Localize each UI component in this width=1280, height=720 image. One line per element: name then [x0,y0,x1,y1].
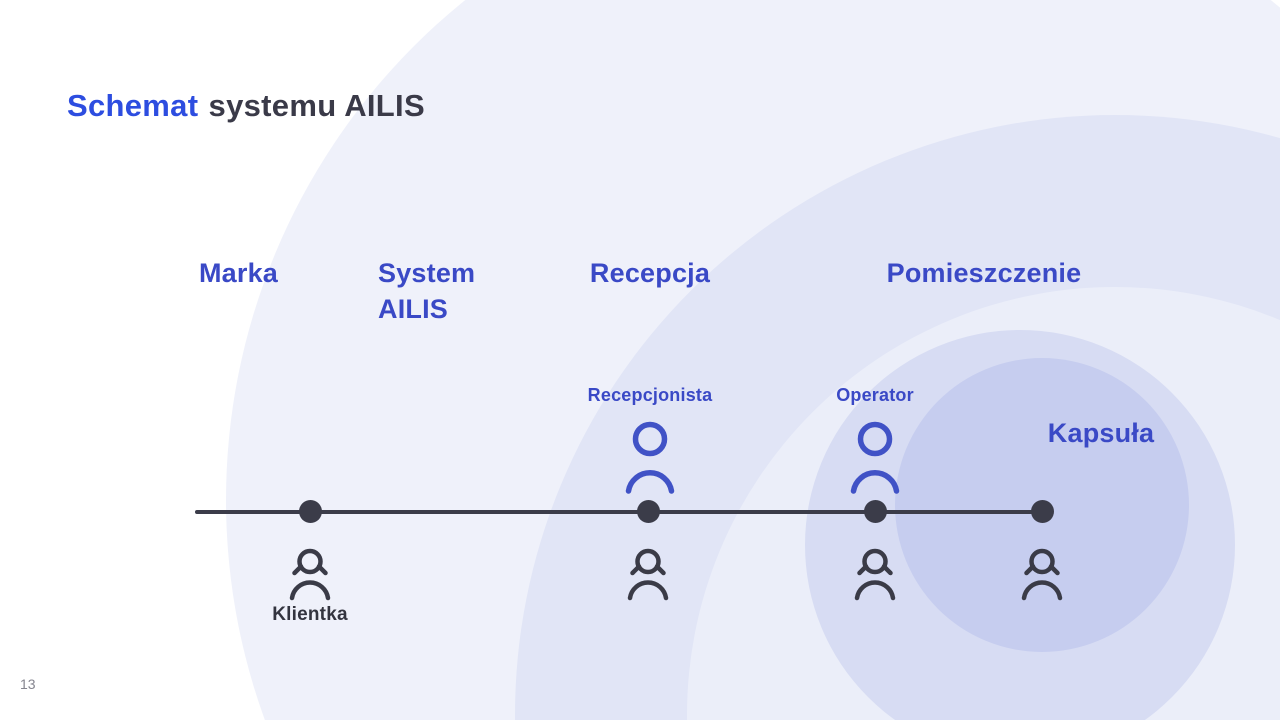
page-title-highlight: Schemat [67,88,199,123]
stage-label-marka: Marka [198,258,279,288]
stage-label-kapsula: Kapsuła [1047,418,1155,448]
client-woman-icon [289,548,331,601]
stage-label-system-ailis: System AILIS [378,258,476,324]
timeline-dot-pomieszczenie [864,500,887,523]
stage-label-recepcja: Recepcja [589,258,711,288]
client-woman-icon [1021,548,1063,601]
timeline-line [195,510,1046,514]
actor-label-klientka: Klientka [272,604,348,625]
client-woman-icon [627,548,669,601]
actor-label-recepcjonista: Recepcjonista [587,385,713,405]
actor-label-operator: Operator [836,385,914,405]
page-number: 13 [20,676,36,692]
timeline-dot-recepcja [637,500,660,523]
stage-label-pomieszczenie: Pomieszczenie [886,258,1082,288]
operator-person-icon [850,421,900,494]
page-title-rest: systemu AILIS [208,88,425,123]
timeline-dot-kapsula [1031,500,1054,523]
client-woman-icon [854,548,896,601]
page-title: Schemat systemu AILIS [67,88,425,124]
receptionist-person-icon [625,421,675,494]
timeline-dot-marka [299,500,322,523]
